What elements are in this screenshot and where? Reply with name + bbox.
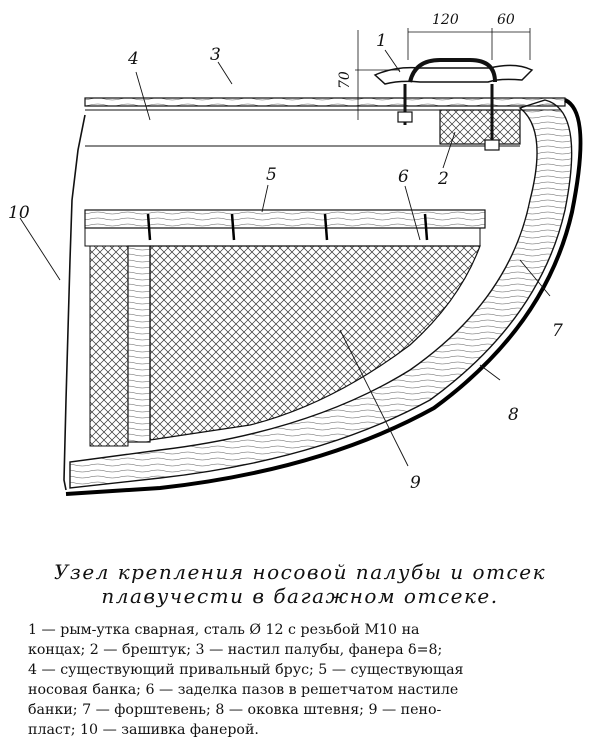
label-5: 5 <box>266 165 277 185</box>
seat-lower <box>84 227 481 247</box>
label-9: 9 <box>410 473 421 493</box>
leader-lines <box>19 49 551 467</box>
foam-block <box>149 245 481 441</box>
label-7: 7 <box>552 321 563 341</box>
seat-joint-filling <box>146 213 429 241</box>
legend-line: 4 — существующий привальный брус; 5 — су… <box>28 662 464 678</box>
mooring-cleat <box>373 58 534 151</box>
legend-line: концах; 2 — брештук; 3 — настил палубы, … <box>28 642 443 658</box>
caption-line-2: плавучести в багажном отсеке. <box>101 584 499 608</box>
dimension-lines <box>345 28 531 120</box>
legend-line: носовая банка; 6 — заделка пазов в решет… <box>28 682 459 698</box>
plywood-sheathing-left <box>63 114 86 491</box>
dim-70: 70 <box>337 71 353 89</box>
legend-line: банки; 7 — форштевень; 8 — оковка штевня… <box>28 702 442 718</box>
breasthook <box>439 109 521 145</box>
label-8: 8 <box>508 405 519 425</box>
caption-line-1: Узел крепления носовой палубы и отсек <box>53 560 547 584</box>
technical-drawing: 120 60 70 1 2 3 4 5 6 7 8 9 10 <box>8 12 583 496</box>
legend-line: 1 — рым-утка сварная, сталь Ø 12 с резьб… <box>28 622 420 638</box>
label-10: 10 <box>8 203 30 223</box>
legend-line: пласт; 10 — зашивка фанерой. <box>28 722 259 738</box>
frame-post <box>127 245 151 443</box>
label-1: 1 <box>376 31 387 51</box>
label-2: 2 <box>437 169 449 189</box>
stem-fitting <box>65 98 583 496</box>
dim-60: 60 <box>497 12 515 28</box>
label-3: 3 <box>210 45 221 65</box>
left-foam-strip <box>89 245 129 447</box>
dim-120: 120 <box>432 12 459 28</box>
stem <box>69 99 573 489</box>
label-6: 6 <box>398 167 409 187</box>
figure-caption: Узел крепления носовой палубы и отсек пл… <box>20 560 580 608</box>
figure-legend: 1 — рым-утка сварная, сталь Ø 12 с резьб… <box>28 620 580 740</box>
label-4: 4 <box>127 49 139 69</box>
